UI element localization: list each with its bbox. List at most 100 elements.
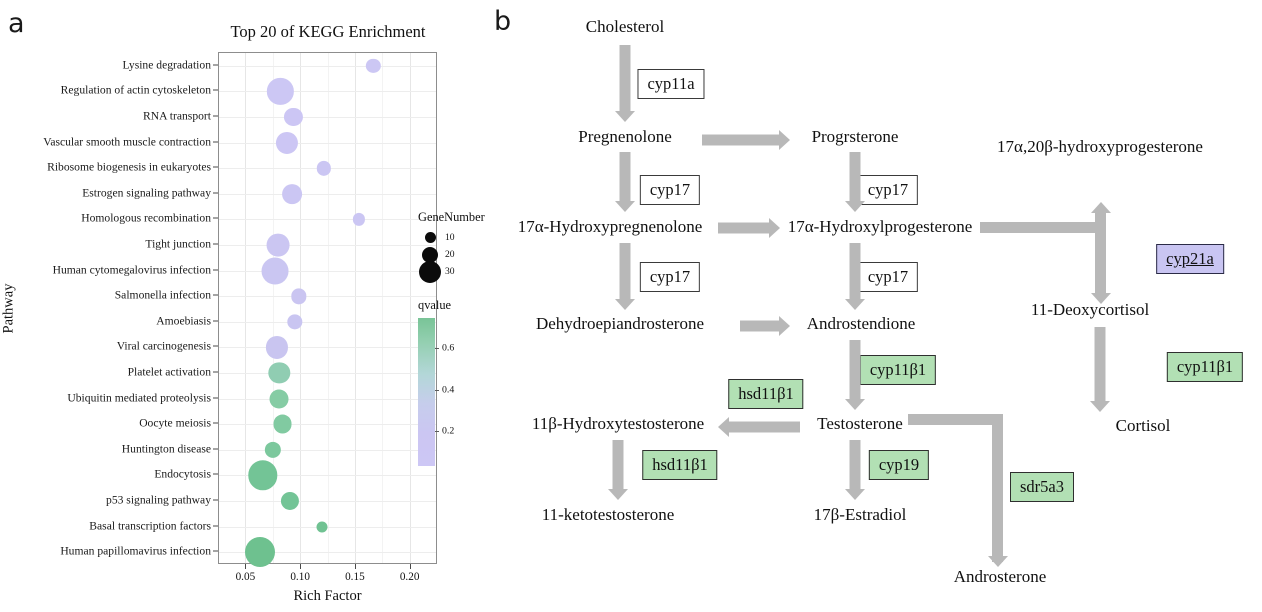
arrow-shaft bbox=[729, 421, 800, 433]
data-point-bubble bbox=[268, 362, 290, 384]
enzyme-box-cyp17-b[interactable]: cyp17 bbox=[857, 175, 919, 205]
enzyme-box-cyp11a[interactable]: cyp11a bbox=[637, 69, 705, 99]
qvalue-tick bbox=[435, 431, 439, 432]
size-legend-dot bbox=[418, 232, 442, 243]
y-axis-tick bbox=[213, 115, 218, 117]
grid-line-horizontal bbox=[219, 245, 436, 246]
x-axis-title: Rich Factor bbox=[293, 588, 362, 604]
y-axis-tick bbox=[213, 243, 218, 245]
y-axis-tick bbox=[213, 192, 218, 194]
y-axis-category-label: p53 signaling pathway bbox=[106, 493, 211, 507]
y-axis-category-label: Ribosome biogenesis in eukaryotes bbox=[47, 160, 211, 174]
pathway-node-cortisol: Cortisol bbox=[1115, 416, 1171, 435]
enzyme-box-hsd11b1-a[interactable]: hsd11β1 bbox=[728, 379, 804, 409]
data-point-bubble bbox=[366, 58, 381, 73]
y-axis-tick bbox=[213, 550, 218, 552]
grid-line-horizontal bbox=[219, 373, 436, 374]
y-axis-category-label: Endocytosis bbox=[154, 467, 211, 481]
grid-line-horizontal bbox=[219, 65, 436, 67]
grid-line-horizontal bbox=[219, 296, 436, 298]
enzyme-box-cyp17-a[interactable]: cyp17 bbox=[639, 175, 701, 205]
grid-line-horizontal bbox=[219, 449, 436, 451]
arrow-shaft bbox=[849, 440, 861, 489]
y-axis-category-label: Huntington disease bbox=[121, 442, 211, 456]
y-axis-category-label: Human cytomegalovirus infection bbox=[52, 263, 211, 277]
data-point-bubble bbox=[353, 213, 366, 226]
connector-segment bbox=[908, 414, 1003, 425]
enzyme-label: cyp17 bbox=[867, 267, 909, 286]
y-axis-tick bbox=[213, 473, 218, 475]
enzyme-label: cyp21a bbox=[1166, 249, 1214, 268]
grid-line-horizontal bbox=[219, 347, 436, 349]
enzyme-box-sdr5a3[interactable]: sdr5a3 bbox=[1010, 472, 1074, 502]
size-legend-label: 30 bbox=[445, 266, 455, 277]
y-axis-tick bbox=[213, 422, 218, 424]
arrow-shaft bbox=[702, 134, 779, 146]
grid-line-vertical bbox=[300, 53, 302, 563]
data-point-bubble bbox=[266, 233, 290, 257]
pathway-node-estradiol-17b: 17β-Estradiol bbox=[813, 505, 907, 524]
y-axis-category-label: Amoebiasis bbox=[156, 314, 211, 328]
enzyme-box-cyp17-c[interactable]: cyp17 bbox=[639, 262, 701, 292]
legend-color-title: qvalue bbox=[418, 298, 452, 312]
arrow-shaft bbox=[849, 152, 861, 201]
y-axis-category-label: RNA transport bbox=[143, 109, 211, 123]
data-point-bubble bbox=[261, 257, 289, 285]
grid-line-horizontal bbox=[219, 142, 436, 144]
arrow-head bbox=[769, 218, 780, 238]
enzyme-box-cyp11b1-testosterone[interactable]: cyp11β1 bbox=[859, 355, 937, 385]
grid-line-horizontal bbox=[219, 424, 436, 426]
arrow-head bbox=[615, 299, 635, 310]
arrow-shaft bbox=[1094, 327, 1106, 401]
arrow-head bbox=[718, 417, 729, 437]
y-axis-category-label: Human papillomavirus infection bbox=[60, 544, 211, 558]
enzyme-box-cyp17-d[interactable]: cyp17 bbox=[857, 262, 919, 292]
y-axis-category-label: Viral carcinogenesis bbox=[116, 339, 211, 353]
arrow-head bbox=[845, 299, 865, 310]
y-axis-tick bbox=[213, 89, 218, 91]
chart-title: Top 20 of KEGG Enrichment bbox=[230, 22, 426, 41]
y-axis-tick bbox=[213, 64, 218, 66]
enzyme-label: cyp11β1 bbox=[1176, 357, 1234, 376]
enzyme-label: hsd11β1 bbox=[738, 384, 794, 403]
size-legend-dot bbox=[418, 260, 442, 283]
y-axis-tick bbox=[213, 217, 218, 219]
data-point-bubble bbox=[275, 131, 298, 154]
arrow-head bbox=[615, 111, 635, 122]
pathway-node-testosterone: Testosterone bbox=[817, 414, 903, 433]
arrow-shaft bbox=[619, 243, 631, 299]
x-axis-tick bbox=[245, 564, 247, 569]
y-axis-category-label: Basal transcription factors bbox=[89, 519, 211, 533]
y-axis-tick bbox=[213, 166, 218, 168]
qvalue-tick bbox=[435, 348, 439, 349]
y-axis-category-label: Tight junction bbox=[145, 237, 211, 251]
grid-line-horizontal bbox=[219, 501, 436, 502]
x-axis-tick bbox=[354, 564, 356, 569]
pathway-node-ketotestosterone-11: 11-ketotestosterone bbox=[541, 505, 675, 524]
pathway-node-dehydroepiandrosterone: Dehydroepiandrosterone bbox=[535, 314, 705, 333]
grid-line-vertical bbox=[245, 53, 247, 563]
arrow-head bbox=[845, 489, 865, 500]
arrow-shaft bbox=[849, 243, 861, 299]
y-axis-category-label: Platelet activation bbox=[127, 365, 211, 379]
data-point-bubble bbox=[316, 161, 332, 176]
enzyme-label: cyp17 bbox=[649, 267, 691, 286]
data-point-bubble bbox=[282, 183, 303, 204]
enzyme-label: cyp17 bbox=[867, 180, 909, 199]
connector-segment bbox=[980, 222, 1100, 233]
x-axis-tick bbox=[300, 564, 302, 569]
pathway-node-pregnenolone: Pregnenolone bbox=[578, 127, 672, 146]
enzyme-box-cyp19[interactable]: cyp19 bbox=[868, 450, 930, 480]
enzyme-label: cyp11β1 bbox=[869, 360, 927, 379]
enzyme-box-cyp11b1-cortisol[interactable]: cyp11β1 bbox=[1166, 352, 1244, 382]
y-axis-tick bbox=[213, 294, 218, 296]
enzyme-box-cyp21a[interactable]: cyp21a bbox=[1156, 244, 1224, 274]
grid-line-vertical bbox=[354, 53, 356, 563]
enzyme-box-hsd11b1-b[interactable]: hsd11β1 bbox=[642, 450, 718, 480]
y-axis-category-label: Homologous recombination bbox=[81, 211, 211, 225]
arrow-head bbox=[615, 201, 635, 212]
y-axis-tick bbox=[213, 499, 218, 501]
y-axis-category-label: Oocyte meiosis bbox=[139, 416, 211, 430]
